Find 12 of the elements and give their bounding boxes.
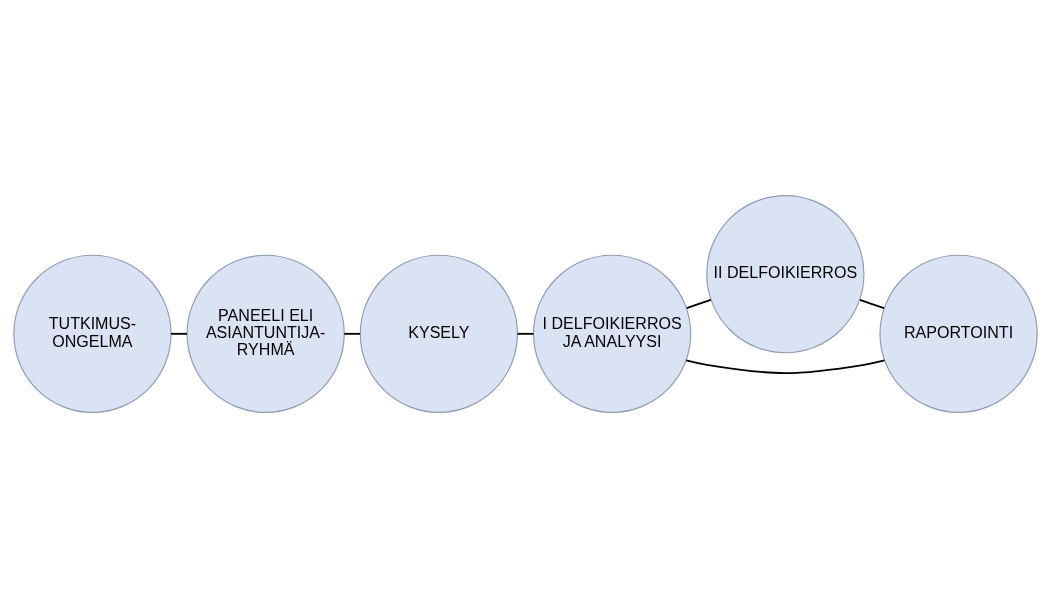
node-circle: I DELFOIKIERROS JA ANALYYSI	[532, 254, 692, 413]
connector	[859, 298, 885, 309]
connector	[685, 359, 886, 374]
connector	[516, 332, 535, 335]
node-circle: KYSELY	[359, 254, 519, 413]
connector	[343, 332, 362, 335]
connector	[170, 332, 188, 335]
node-circle: PANEELI ELI ASIANTUNTIJA- RYHMÄ	[186, 254, 345, 413]
connector	[685, 298, 712, 309]
node-circle: II DELFOIKIERROS	[706, 194, 865, 353]
node-circle: TUTKIMUS- ONGELMA	[13, 254, 172, 413]
node-circle: RAPORTOINTI	[879, 254, 1038, 413]
